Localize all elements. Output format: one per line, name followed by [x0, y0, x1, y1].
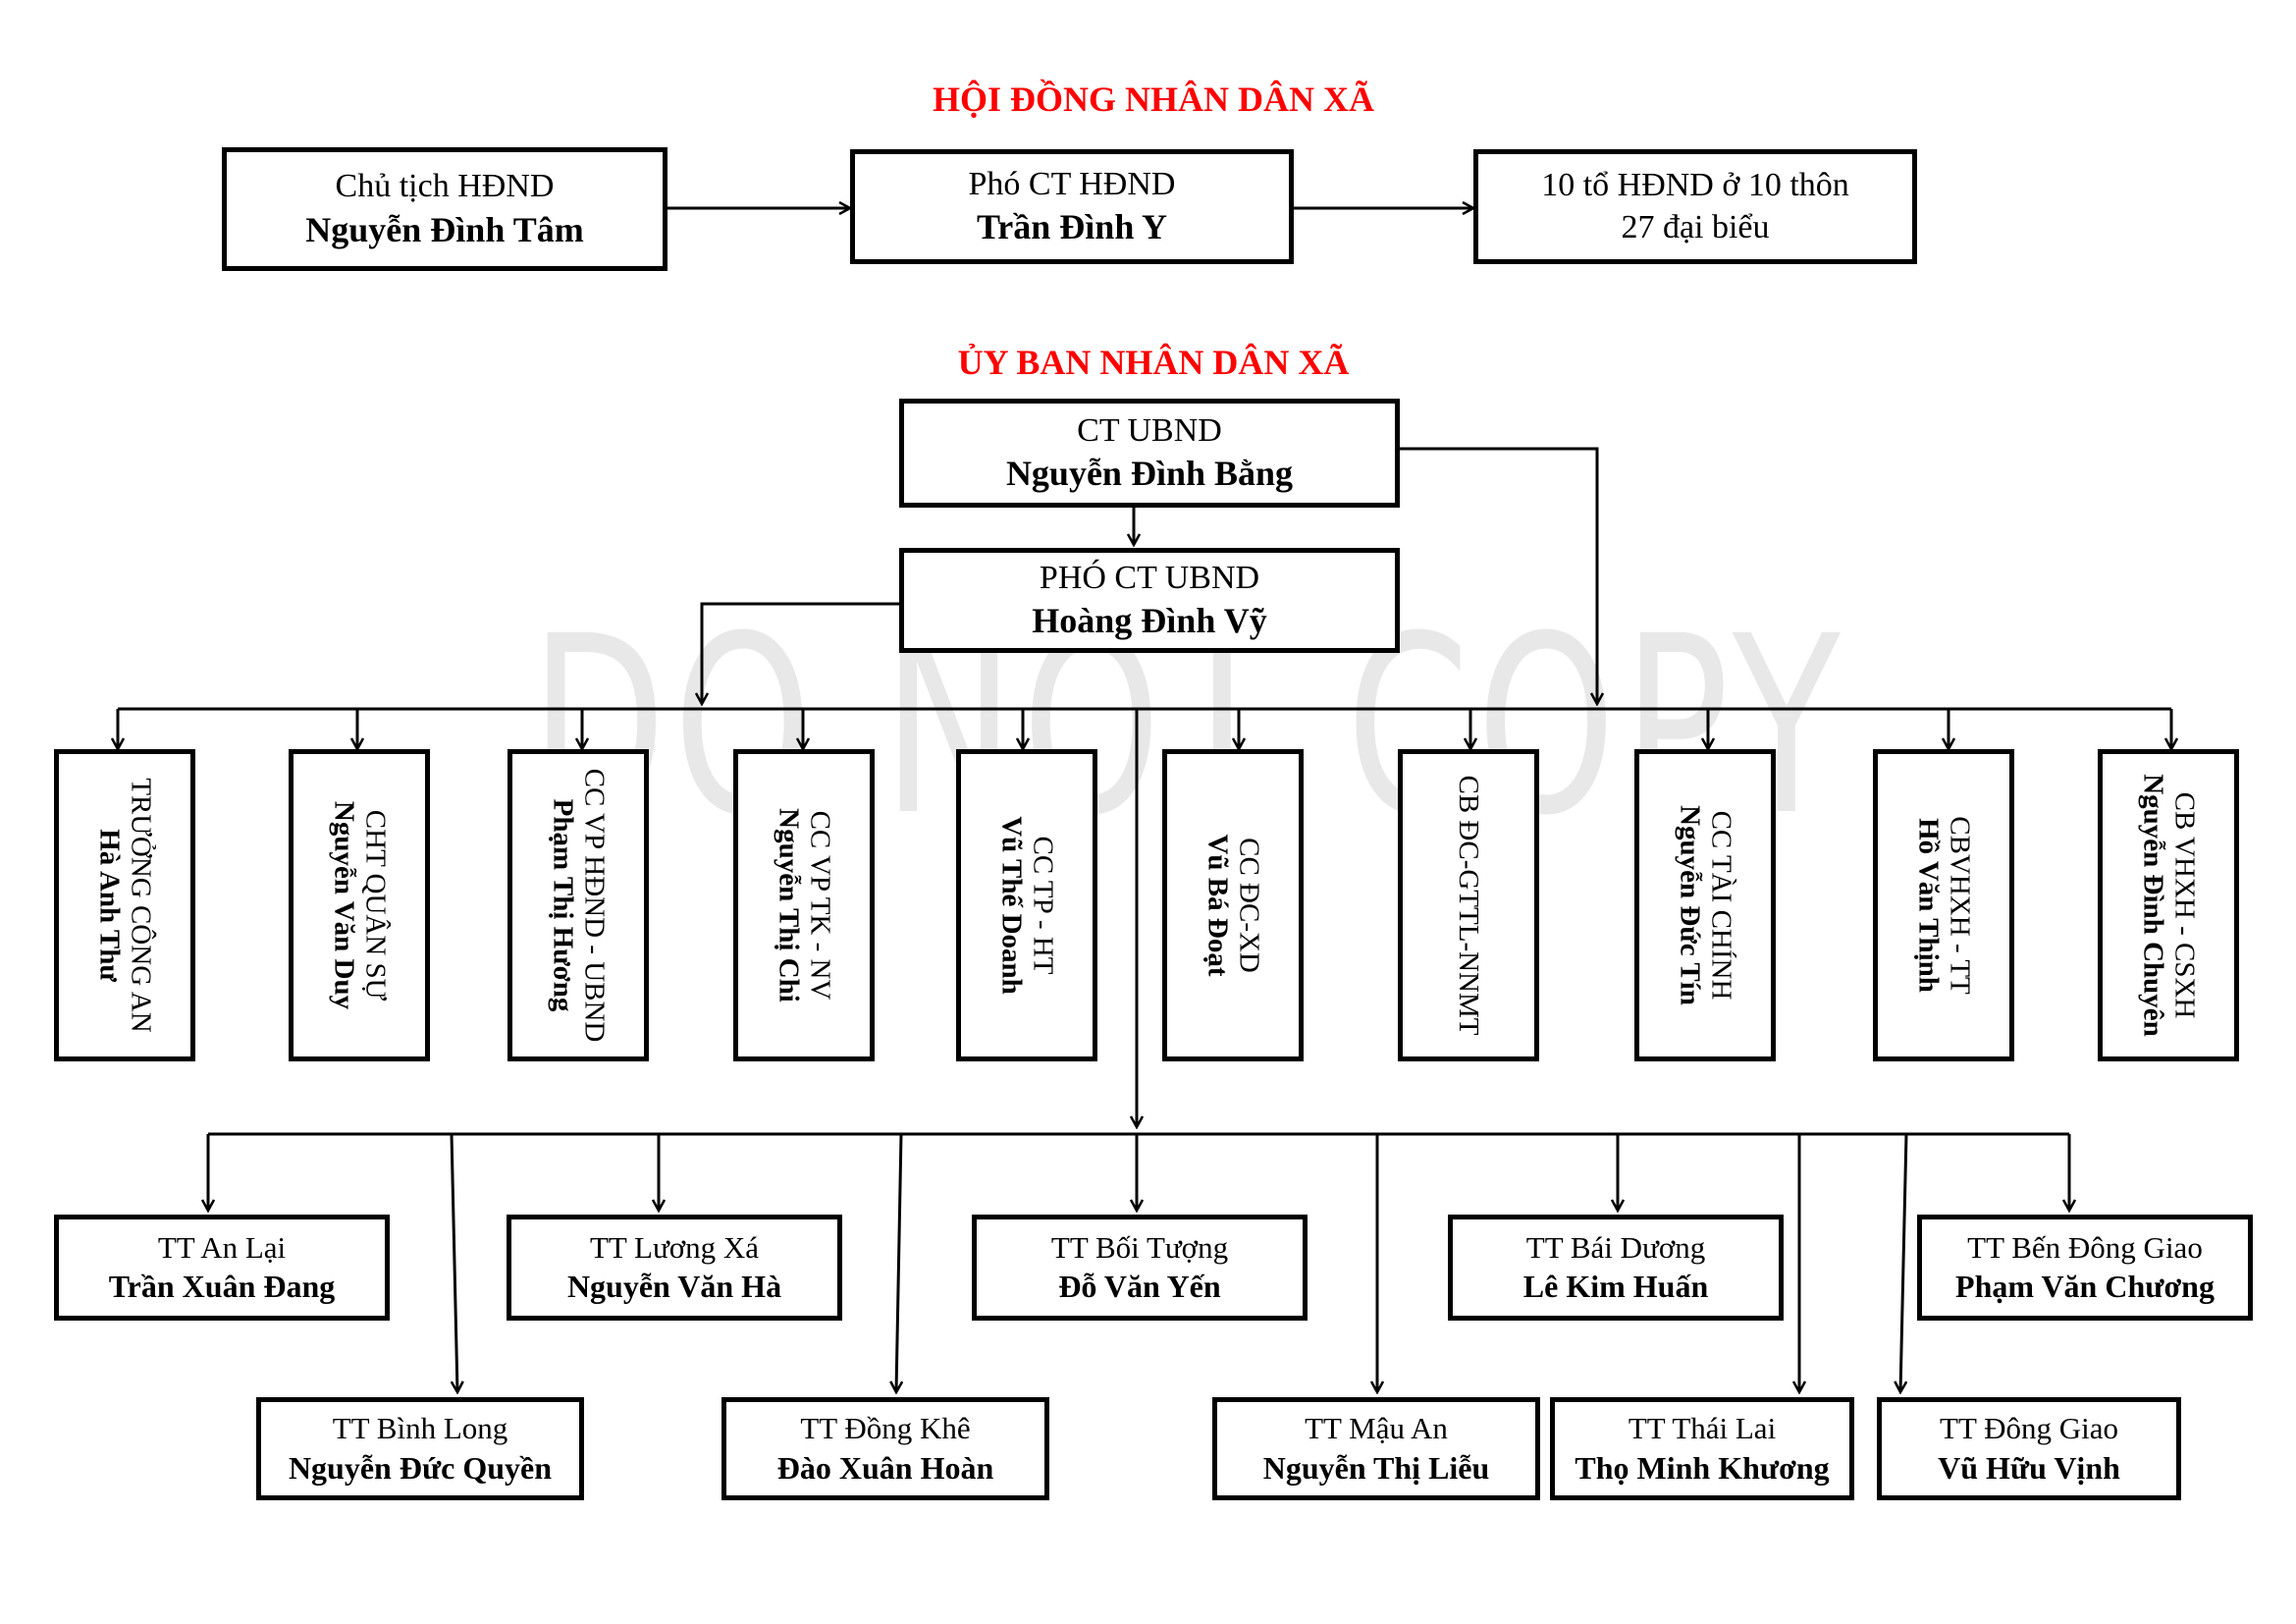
village-box-dong-giao: TT Đông Giao Vũ Hữu Vịnh	[1877, 1397, 2181, 1500]
council-vice-chair-box: Phó CT HĐND Trần Đình Y	[850, 149, 1294, 264]
village-box-binh-long: TT Bình Long Nguyễn Đức Quyền	[256, 1397, 584, 1500]
village-box-bai-duong: TT Bái Dương Lê Kim Huấn	[1448, 1215, 1784, 1321]
committee-chair-name: Nguyễn Đình Bằng	[1005, 454, 1294, 494]
official-name: Hồ Văn Thịnh	[1912, 818, 1944, 993]
official-name: Hà Anh Thư	[93, 829, 125, 982]
village-role: TT Bến Đông Giao	[1967, 1229, 2203, 1265]
committee-vice-chair-box: PHÓ CT UBND Hoàng Đình Vỹ	[899, 548, 1400, 653]
official-box-transport: CB ĐC-GTTL-NNMT	[1398, 749, 1539, 1061]
official-role: CB ĐC-GTTL-NNMT	[1453, 775, 1485, 1036]
council-title: HỘI ĐỒNG NHÂN DÂN XÃ	[933, 80, 1374, 119]
committee-vice-chair-name: Hoàng Đình Vỹ	[1032, 601, 1267, 641]
village-name: Lê Kim Huấn	[1522, 1269, 1709, 1305]
council-groups-line2: 27 đại biểu	[1621, 208, 1770, 245]
village-box-thai-lai: TT Thái Lai Thọ Minh Khương	[1550, 1397, 1854, 1500]
official-name: Nguyễn Đình Chuyên	[2137, 774, 2168, 1037]
village-name: Vũ Hữu Vịnh	[1938, 1449, 2120, 1486]
official-role: CC VP TK - NV	[804, 810, 836, 1001]
council-groups-box: 10 tổ HĐND ở 10 thôn 27 đại biểu	[1473, 149, 1917, 264]
village-role: TT An Lại	[157, 1229, 287, 1265]
village-role: TT Đông Giao	[1940, 1411, 2118, 1446]
village-name: Phạm Văn Chương	[1955, 1269, 2215, 1305]
village-name: Nguyễn Văn Hà	[566, 1269, 782, 1305]
village-role: TT Bối Tượng	[1050, 1229, 1229, 1265]
official-role: CC VP HĐND - UBND	[578, 768, 611, 1043]
council-chair-role: Chủ tịch HĐND	[335, 168, 555, 205]
village-name: Đỗ Văn Yến	[1058, 1269, 1221, 1305]
council-vice-chair-role: Phó CT HĐND	[968, 165, 1176, 202]
official-role: CBVHXH - TT	[1944, 816, 1976, 995]
official-role: CB VHXH - CSXH	[2168, 791, 2201, 1019]
village-box-ben-dong-giao: TT Bến Đông Giao Phạm Văn Chương	[1917, 1215, 2253, 1321]
village-box-dong-khe: TT Đồng Khê Đào Xuân Hoàn	[721, 1397, 1049, 1500]
official-role: CHT QUÂN SỰ	[359, 809, 392, 1001]
village-name: Thọ Minh Khương	[1575, 1449, 1830, 1486]
village-role: TT Mậu An	[1305, 1411, 1448, 1446]
official-name: Vũ Bá Đoạt	[1201, 834, 1233, 977]
official-name: Nguyễn Đức Tín	[1674, 805, 1705, 1005]
village-name: Trần Xuân Đang	[108, 1269, 336, 1305]
official-role: CC TP - HT	[1027, 836, 1059, 975]
committee-title: ỦY BAN NHÂN DÂN XÃ	[957, 343, 1350, 382]
village-box-boi-tuong: TT Bối Tượng Đỗ Văn Yến	[972, 1215, 1308, 1321]
arrow-pho-branch-left	[702, 602, 900, 704]
village-name: Đào Xuân Hoàn	[776, 1449, 994, 1486]
committee-vice-chair-role: PHÓ CT UBND	[1039, 559, 1260, 596]
arrow-ct-branch-right	[1399, 447, 1597, 704]
official-role: CC TÀI CHÍNH	[1705, 810, 1737, 1001]
official-name: Nguyễn Thị Chi	[773, 808, 804, 1002]
village-role: TT Bình Long	[332, 1411, 508, 1446]
official-name: Vũ Thế Doanh	[995, 816, 1027, 995]
official-role: CC ĐC-XD	[1233, 838, 1265, 973]
village-name: Nguyễn Thị Liễu	[1262, 1449, 1490, 1486]
village-role: TT Đồng Khê	[800, 1411, 971, 1446]
village-role: TT Thái Lai	[1628, 1411, 1777, 1446]
village-box-mau-an: TT Mậu An Nguyễn Thị Liễu	[1212, 1397, 1540, 1500]
village-name: Nguyễn Đức Quyền	[288, 1449, 553, 1486]
village-box-luong-xa: TT Lương Xá Nguyễn Văn Hà	[507, 1215, 842, 1321]
official-name: Nguyễn Văn Duy	[328, 800, 359, 1010]
official-name: Phạm Thị Hương	[547, 798, 578, 1012]
village-role: TT Lương Xá	[589, 1229, 760, 1265]
council-chair-box: Chủ tịch HĐND Nguyễn Đình Tâm	[222, 147, 667, 271]
council-chair-name: Nguyễn Đình Tâm	[305, 209, 584, 249]
official-role: TRƯỞNG CÔNG AN	[125, 778, 157, 1033]
village-role: TT Bái Dương	[1525, 1229, 1706, 1265]
council-vice-chair-name: Trần Đình Y	[976, 207, 1168, 247]
committee-chair-box: CT UBND Nguyễn Đình Bằng	[899, 399, 1400, 508]
council-groups-line1: 10 tổ HĐND ở 10 thôn	[1541, 167, 1849, 203]
village-box-an-lai: TT An Lại Trần Xuân Đang	[54, 1215, 390, 1321]
committee-chair-role: CT UBND	[1077, 411, 1222, 449]
